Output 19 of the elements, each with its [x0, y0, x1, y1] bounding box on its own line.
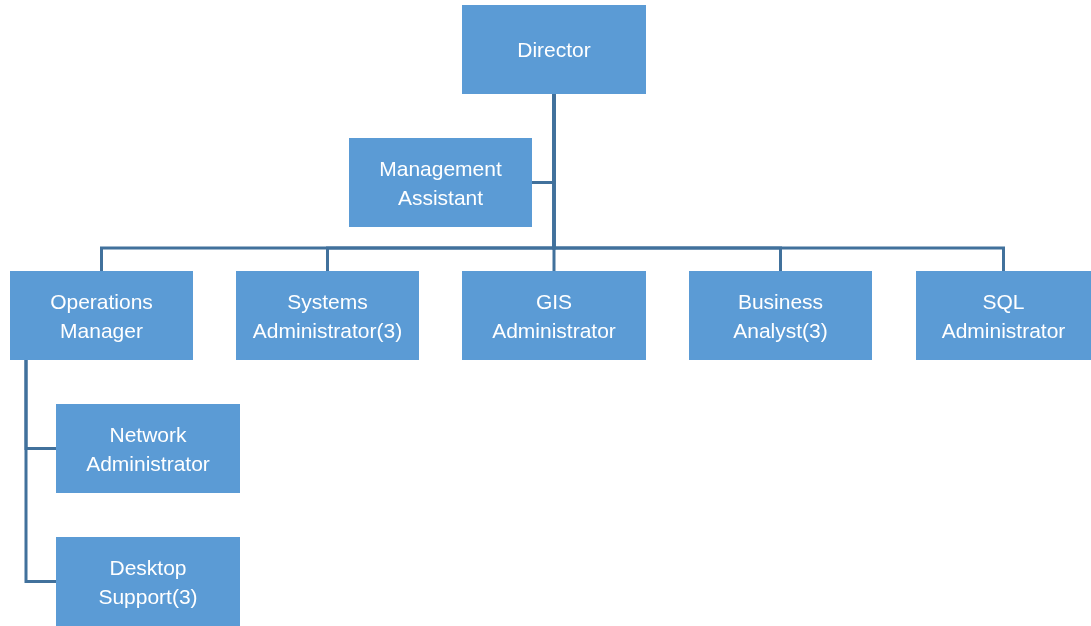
role-title: Network Administrator — [85, 421, 211, 477]
role-box — [916, 271, 1091, 360]
role-title: Business Analyst(3) — [732, 288, 829, 344]
role-box — [56, 404, 240, 493]
role-box — [236, 271, 419, 360]
role-box — [56, 537, 240, 626]
role-title: Director — [517, 37, 591, 63]
role-box — [349, 138, 532, 227]
role-box — [462, 271, 646, 360]
role-box — [689, 271, 872, 360]
role-title: GIS Administrator — [491, 288, 617, 344]
role-box — [10, 271, 193, 360]
role-title: Systems Administrator(3) — [251, 288, 404, 344]
role-title: SQL Administrator — [940, 288, 1067, 344]
role-box — [462, 5, 646, 94]
role-title: Operations Manager — [49, 288, 154, 344]
role-title: Desktop Support(3) — [97, 554, 199, 610]
connector-line — [24, 360, 56, 583]
role-title: Management Assistant — [378, 155, 503, 211]
